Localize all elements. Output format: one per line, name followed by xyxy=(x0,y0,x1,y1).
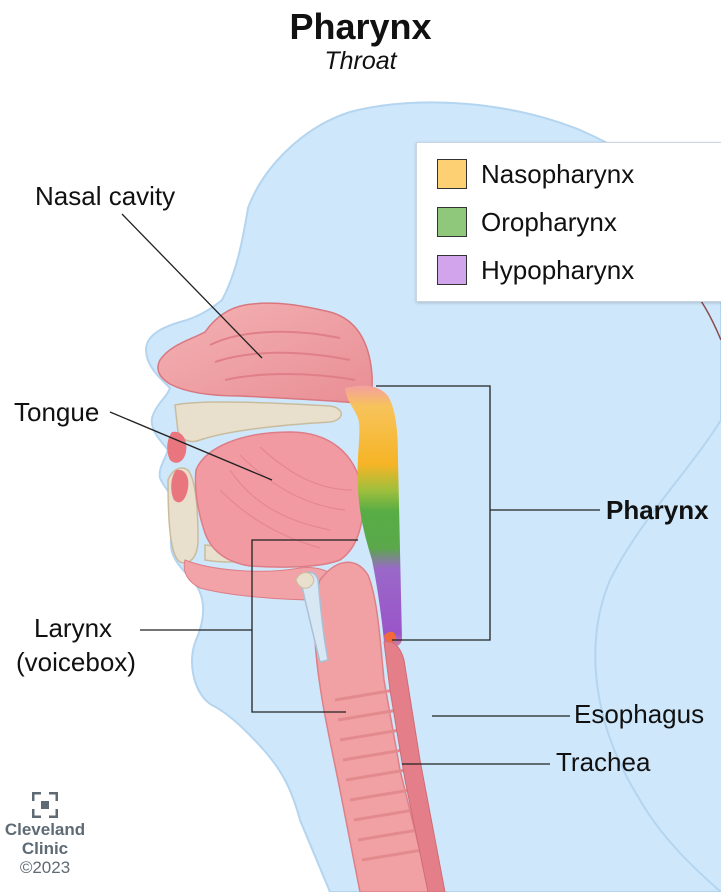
legend-box: Nasopharynx Oropharynx Hypopharynx xyxy=(416,142,721,302)
legend-label: Oropharynx xyxy=(481,207,617,238)
label-trachea: Trachea xyxy=(556,748,650,777)
label-esophagus: Esophagus xyxy=(574,700,704,729)
legend-label: Nasopharynx xyxy=(481,159,634,190)
label-larynx-sub: (voicebox) xyxy=(16,648,136,677)
clinic-cross-icon xyxy=(32,792,58,818)
page-title: Pharynx xyxy=(0,6,721,48)
copyright-text: ©2023 xyxy=(0,858,90,878)
tongue-shape xyxy=(195,432,363,567)
hyoid-bone xyxy=(296,573,314,589)
legend-item-nasopharynx: Nasopharynx xyxy=(437,157,634,191)
logo-name-line1: Cleveland xyxy=(0,820,90,839)
legend-swatch xyxy=(437,159,467,189)
legend-item-oropharynx: Oropharynx xyxy=(437,205,617,239)
logo-name-line2: Clinic xyxy=(0,839,90,858)
legend-item-hypopharynx: Hypopharynx xyxy=(437,253,634,287)
label-nasal-cavity: Nasal cavity xyxy=(35,182,175,211)
label-larynx: Larynx xyxy=(34,614,112,643)
legend-label: Hypopharynx xyxy=(481,255,634,286)
label-pharynx: Pharynx xyxy=(606,496,709,525)
page-subtitle: Throat xyxy=(0,47,721,76)
label-tongue: Tongue xyxy=(14,398,99,427)
legend-swatch xyxy=(437,255,467,285)
legend-swatch xyxy=(437,207,467,237)
cleveland-clinic-logo: Cleveland Clinic ©2023 xyxy=(0,792,90,878)
